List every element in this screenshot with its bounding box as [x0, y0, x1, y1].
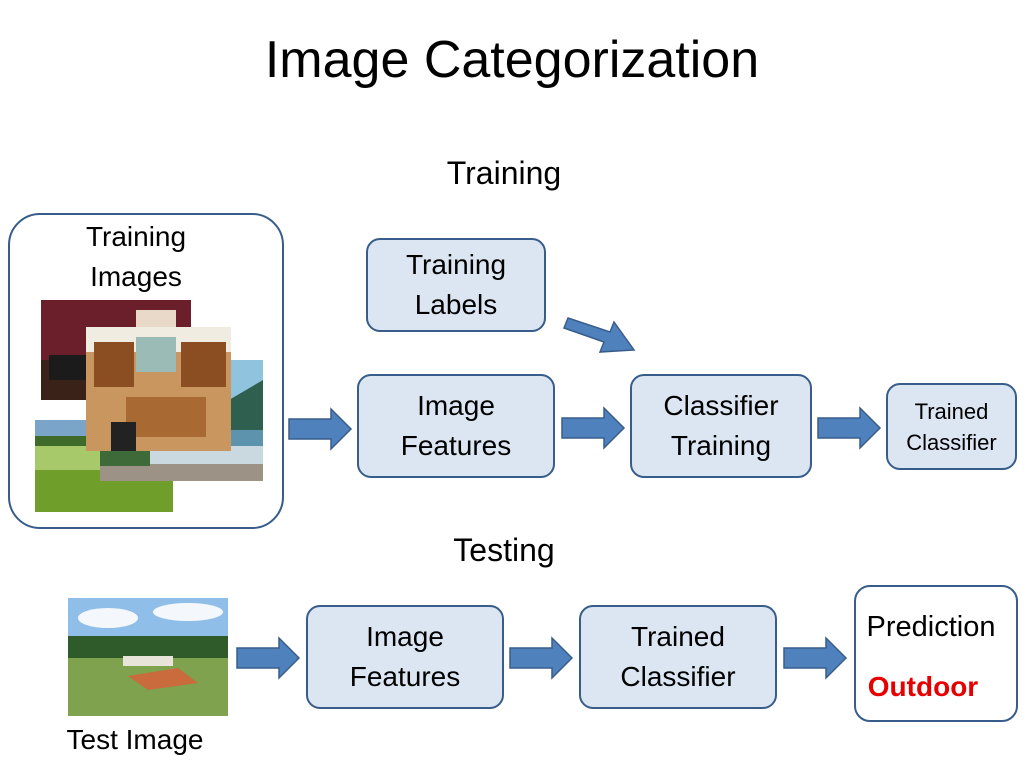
testing-image-features-box: Image Features [306, 605, 504, 709]
training-labels-text: Training Labels [405, 249, 507, 320]
testing-image-features-text: Image Features [349, 621, 461, 692]
classifier-training-text: Classifier Training [663, 390, 779, 461]
trained-classifier-output-box: Trained Classifier [886, 383, 1017, 470]
testing-trained-classifier-box: Trained Classifier [579, 605, 777, 709]
test-photo-park [68, 598, 228, 716]
arrow-right-icon [817, 406, 882, 450]
prediction-value: Outdoor [867, 671, 979, 702]
arrow-right-icon [509, 636, 574, 680]
training-photo-beach [100, 446, 263, 481]
slide-title: Image Categorization [264, 31, 760, 89]
training-photo-lake [229, 360, 263, 452]
arrow-right-icon [288, 407, 353, 451]
training-photo-kitchen [86, 327, 231, 451]
training-images-label: Training Images [85, 221, 187, 292]
test-image-label: Test Image [66, 724, 204, 755]
prediction-label: Prediction [866, 611, 996, 643]
arrow-right-icon [561, 406, 626, 450]
testing-heading: Testing [453, 532, 555, 568]
training-heading: Training [446, 155, 562, 191]
testing-trained-classifier-text: Trained Classifier [620, 621, 736, 692]
training-image-features-box: Image Features [357, 374, 555, 478]
arrow-diagonal-icon [563, 317, 636, 353]
training-labels-box: Training Labels [366, 238, 546, 332]
training-image-features-text: Image Features [400, 390, 512, 461]
classifier-training-box: Classifier Training [630, 374, 812, 478]
trained-classifier-output-text: Trained Classifier [906, 398, 997, 455]
arrow-right-icon [783, 636, 848, 680]
arrow-right-icon [236, 636, 301, 680]
prediction-box [854, 585, 1018, 722]
